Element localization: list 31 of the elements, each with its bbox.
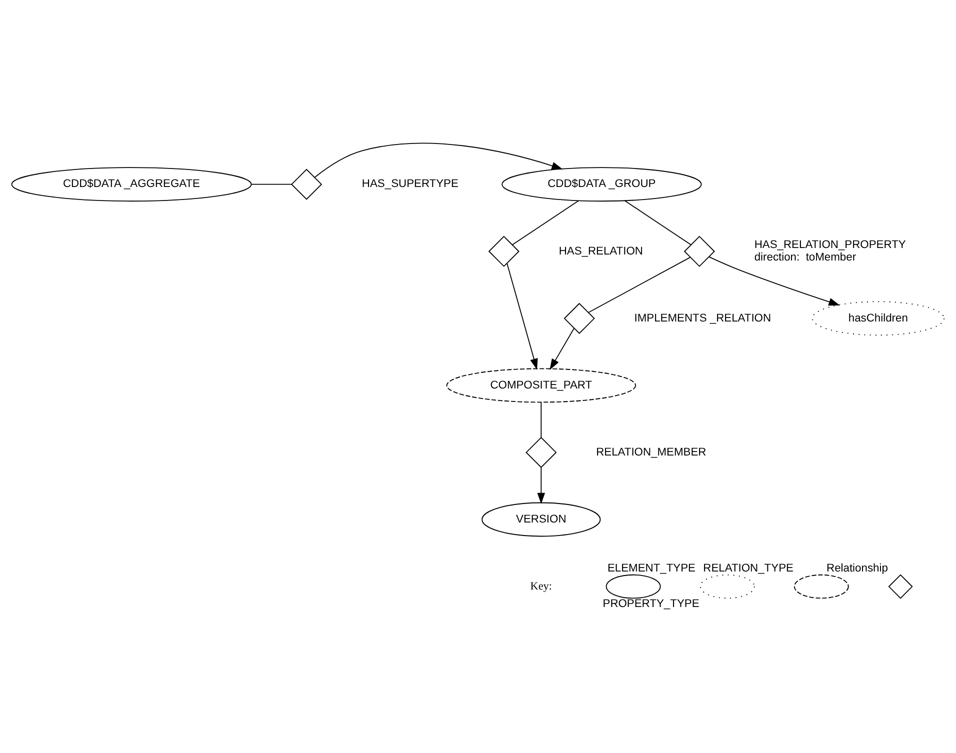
arrow [708, 256, 840, 306]
node-ellipse: COMPOSITE_PART [446, 368, 636, 403]
node-label: HAS_SUPERTYPE [362, 178, 458, 190]
node-ellipse: CDD$DATA _GROUP [502, 167, 702, 202]
node-label: RELATION_MEMBER [596, 446, 706, 458]
legend-label: RELATION_TYPE [703, 562, 794, 575]
connector [251, 184, 292, 185]
node-label: IMPLEMENTS _RELATION [634, 312, 772, 324]
connector [540, 402, 542, 438]
node-diamond [684, 236, 715, 267]
legend-label: PROPERTY_TYPE [602, 598, 700, 610]
arrow [314, 142, 563, 178]
node-label: HAS_RELATION_PROPERTY [754, 239, 906, 252]
node-label: direction: toMember [754, 251, 856, 264]
legend-label: ELEMENT_TYPE [607, 562, 696, 575]
node-ellipse: VERSION [482, 502, 601, 537]
node-ellipse: CDD$DATA _AGGREGATE [11, 167, 252, 202]
arrow [550, 328, 574, 370]
label: Key: [530, 580, 552, 592]
node-diamond [564, 302, 595, 334]
arrow [537, 467, 546, 504]
node-ellipse: hasChildren [812, 301, 945, 336]
connector [512, 200, 579, 246]
node-label: HAS_RELATION [558, 245, 643, 258]
node-diamond [488, 236, 520, 267]
node-diamond [290, 168, 322, 200]
arrow [506, 263, 538, 370]
connector [624, 200, 692, 246]
connector [588, 256, 690, 313]
node-diamond [526, 436, 557, 468]
legend-label: Relationship [826, 562, 888, 575]
